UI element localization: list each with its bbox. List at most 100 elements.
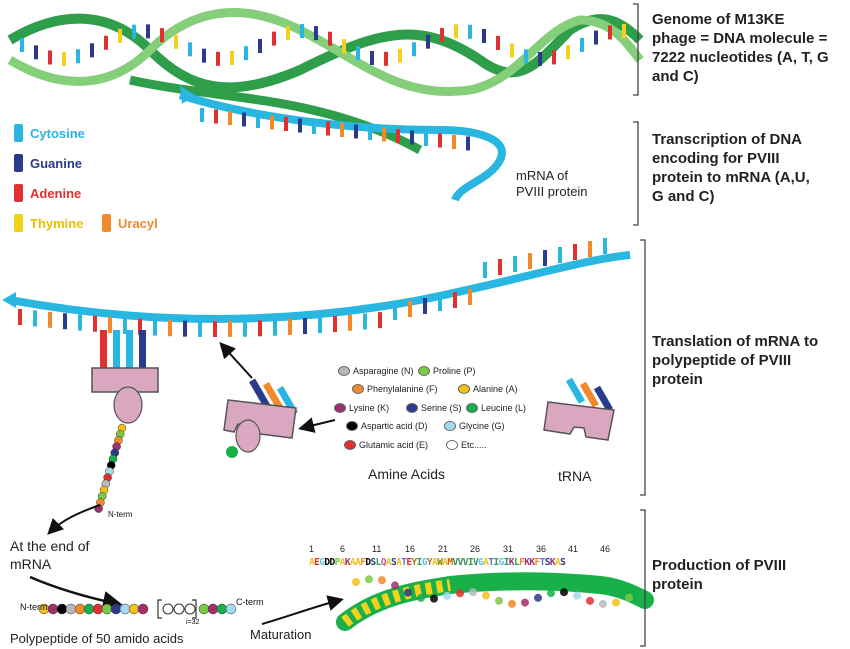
side-chain — [573, 591, 581, 600]
amino-acid-legend-label: Glutamic acid (E) — [359, 440, 429, 450]
polypeptide-bead — [216, 603, 228, 615]
polypeptide-bead — [47, 603, 59, 615]
amino-acid-color-dot-icon — [466, 403, 478, 413]
mrna-base — [354, 124, 358, 139]
dna-base — [272, 31, 276, 46]
nucleotide-adenine-icon — [14, 184, 23, 202]
dna-base — [608, 25, 612, 40]
growing-peptide-chain — [94, 423, 127, 513]
mrna-codon-base — [423, 298, 427, 314]
residue-letter: A — [555, 557, 561, 568]
residue-letter: I — [416, 557, 423, 568]
mrna-codon-base — [108, 316, 112, 333]
residue-letter: S — [391, 557, 397, 568]
mrna-base — [382, 127, 386, 142]
amino-acid-legend-item: Alanine (A) — [458, 384, 518, 394]
nucleotide-guanine-icon — [14, 154, 23, 172]
mrna-codon-base — [228, 320, 232, 337]
amino-acid-legend-label: Alanine (A) — [473, 384, 518, 394]
mrna-base — [200, 108, 204, 122]
trna-charged — [223, 378, 298, 458]
mrna-codon-base — [453, 292, 457, 308]
dna-base — [62, 51, 66, 66]
amino-acid-legend-item: Lysine (K) — [334, 403, 389, 413]
mrna-codon-base — [303, 318, 307, 335]
residue-letter: G — [498, 557, 505, 568]
side-chain — [521, 598, 529, 607]
amino-acid-legend-label: Etc..... — [461, 440, 487, 450]
mrna-base — [340, 123, 344, 137]
residue-letter: Y — [411, 557, 418, 568]
polypeptide-bead — [110, 603, 122, 615]
side-chain — [586, 596, 594, 605]
side-chain — [430, 594, 438, 603]
arrow-to-ribosome — [219, 342, 253, 379]
mrna-codon-base — [18, 309, 22, 325]
maturation-label: Maturation — [250, 627, 312, 642]
dna-base — [48, 50, 52, 65]
residue-letter: Y — [426, 557, 433, 568]
mrna-base — [438, 133, 442, 148]
residue-letter: I — [503, 557, 510, 568]
mrna-base — [242, 112, 246, 127]
dna-base — [90, 43, 94, 58]
mrna-codon-base — [558, 247, 562, 263]
dna-base — [146, 24, 150, 39]
side-chain — [599, 599, 607, 608]
mrna-transcription-strand — [178, 86, 506, 202]
residue-letter: Q — [380, 557, 387, 568]
side-chain — [391, 581, 399, 590]
mrna-base — [270, 115, 274, 130]
amino-acid-legend-label: Proline (P) — [433, 366, 476, 376]
dna-base — [118, 28, 122, 43]
residue-letter: V — [473, 557, 479, 568]
mrna-codon-base — [393, 304, 397, 320]
residue-letter: T — [539, 557, 546, 568]
residue-letter: A — [309, 557, 315, 568]
residue-letter: K — [529, 557, 535, 568]
residue-letter: A — [385, 557, 392, 568]
polypeptide-bead — [225, 603, 237, 615]
dna-base — [482, 28, 486, 43]
sequence-number: 31 — [503, 544, 514, 554]
sequence-number: 41 — [568, 544, 579, 554]
residue-letter: E — [314, 557, 320, 568]
residue-letter: I — [467, 557, 474, 568]
legend-adenine-label: Adenine — [30, 186, 82, 201]
dna-base — [314, 26, 318, 41]
polypeptide-bracket — [157, 599, 197, 619]
amino-acid-legend-label: Serine (S) — [421, 403, 462, 413]
residue-letter: A — [396, 557, 402, 568]
mrna-codon-base — [318, 317, 322, 334]
dna-base — [370, 50, 374, 65]
mrna-base — [326, 121, 330, 136]
side-chain — [547, 589, 555, 598]
sequence-number: 11 — [372, 544, 382, 554]
nucleotide-cytosine-icon — [14, 124, 23, 142]
mrna-codon-base — [603, 238, 607, 254]
side-chain — [534, 593, 542, 602]
amino-acid-legend-item: Aspartic acid (D) — [346, 421, 428, 431]
arrow-end-of-mrna — [47, 504, 101, 535]
polypeptide-bead — [128, 603, 140, 615]
residue-letter: F — [360, 557, 366, 568]
mrna-codons — [18, 238, 607, 337]
mrna-codon-base — [138, 318, 142, 335]
polypeptide-label: Polypeptide of 50 amido acids — [10, 631, 184, 646]
arrow-to-polypeptide — [29, 575, 123, 611]
dna-base — [160, 28, 164, 43]
dna-base — [426, 34, 430, 49]
mrna-base — [228, 111, 232, 125]
mrna-codon-base — [48, 311, 52, 328]
residue-letter: E — [406, 557, 412, 568]
step-transcription-text: Transcription of DNA encoding for PVIII … — [652, 131, 810, 205]
side-chain — [443, 591, 451, 600]
mrna-codon-base — [93, 315, 97, 332]
side-chain — [469, 588, 477, 597]
mrna-codon-base — [513, 256, 517, 272]
i32-label: i=32 — [186, 619, 200, 626]
legend-thymine-label: Thymine — [30, 216, 84, 231]
residue-letter: S — [560, 557, 566, 568]
side-chain — [495, 596, 503, 605]
residue-letter: V — [462, 557, 469, 568]
